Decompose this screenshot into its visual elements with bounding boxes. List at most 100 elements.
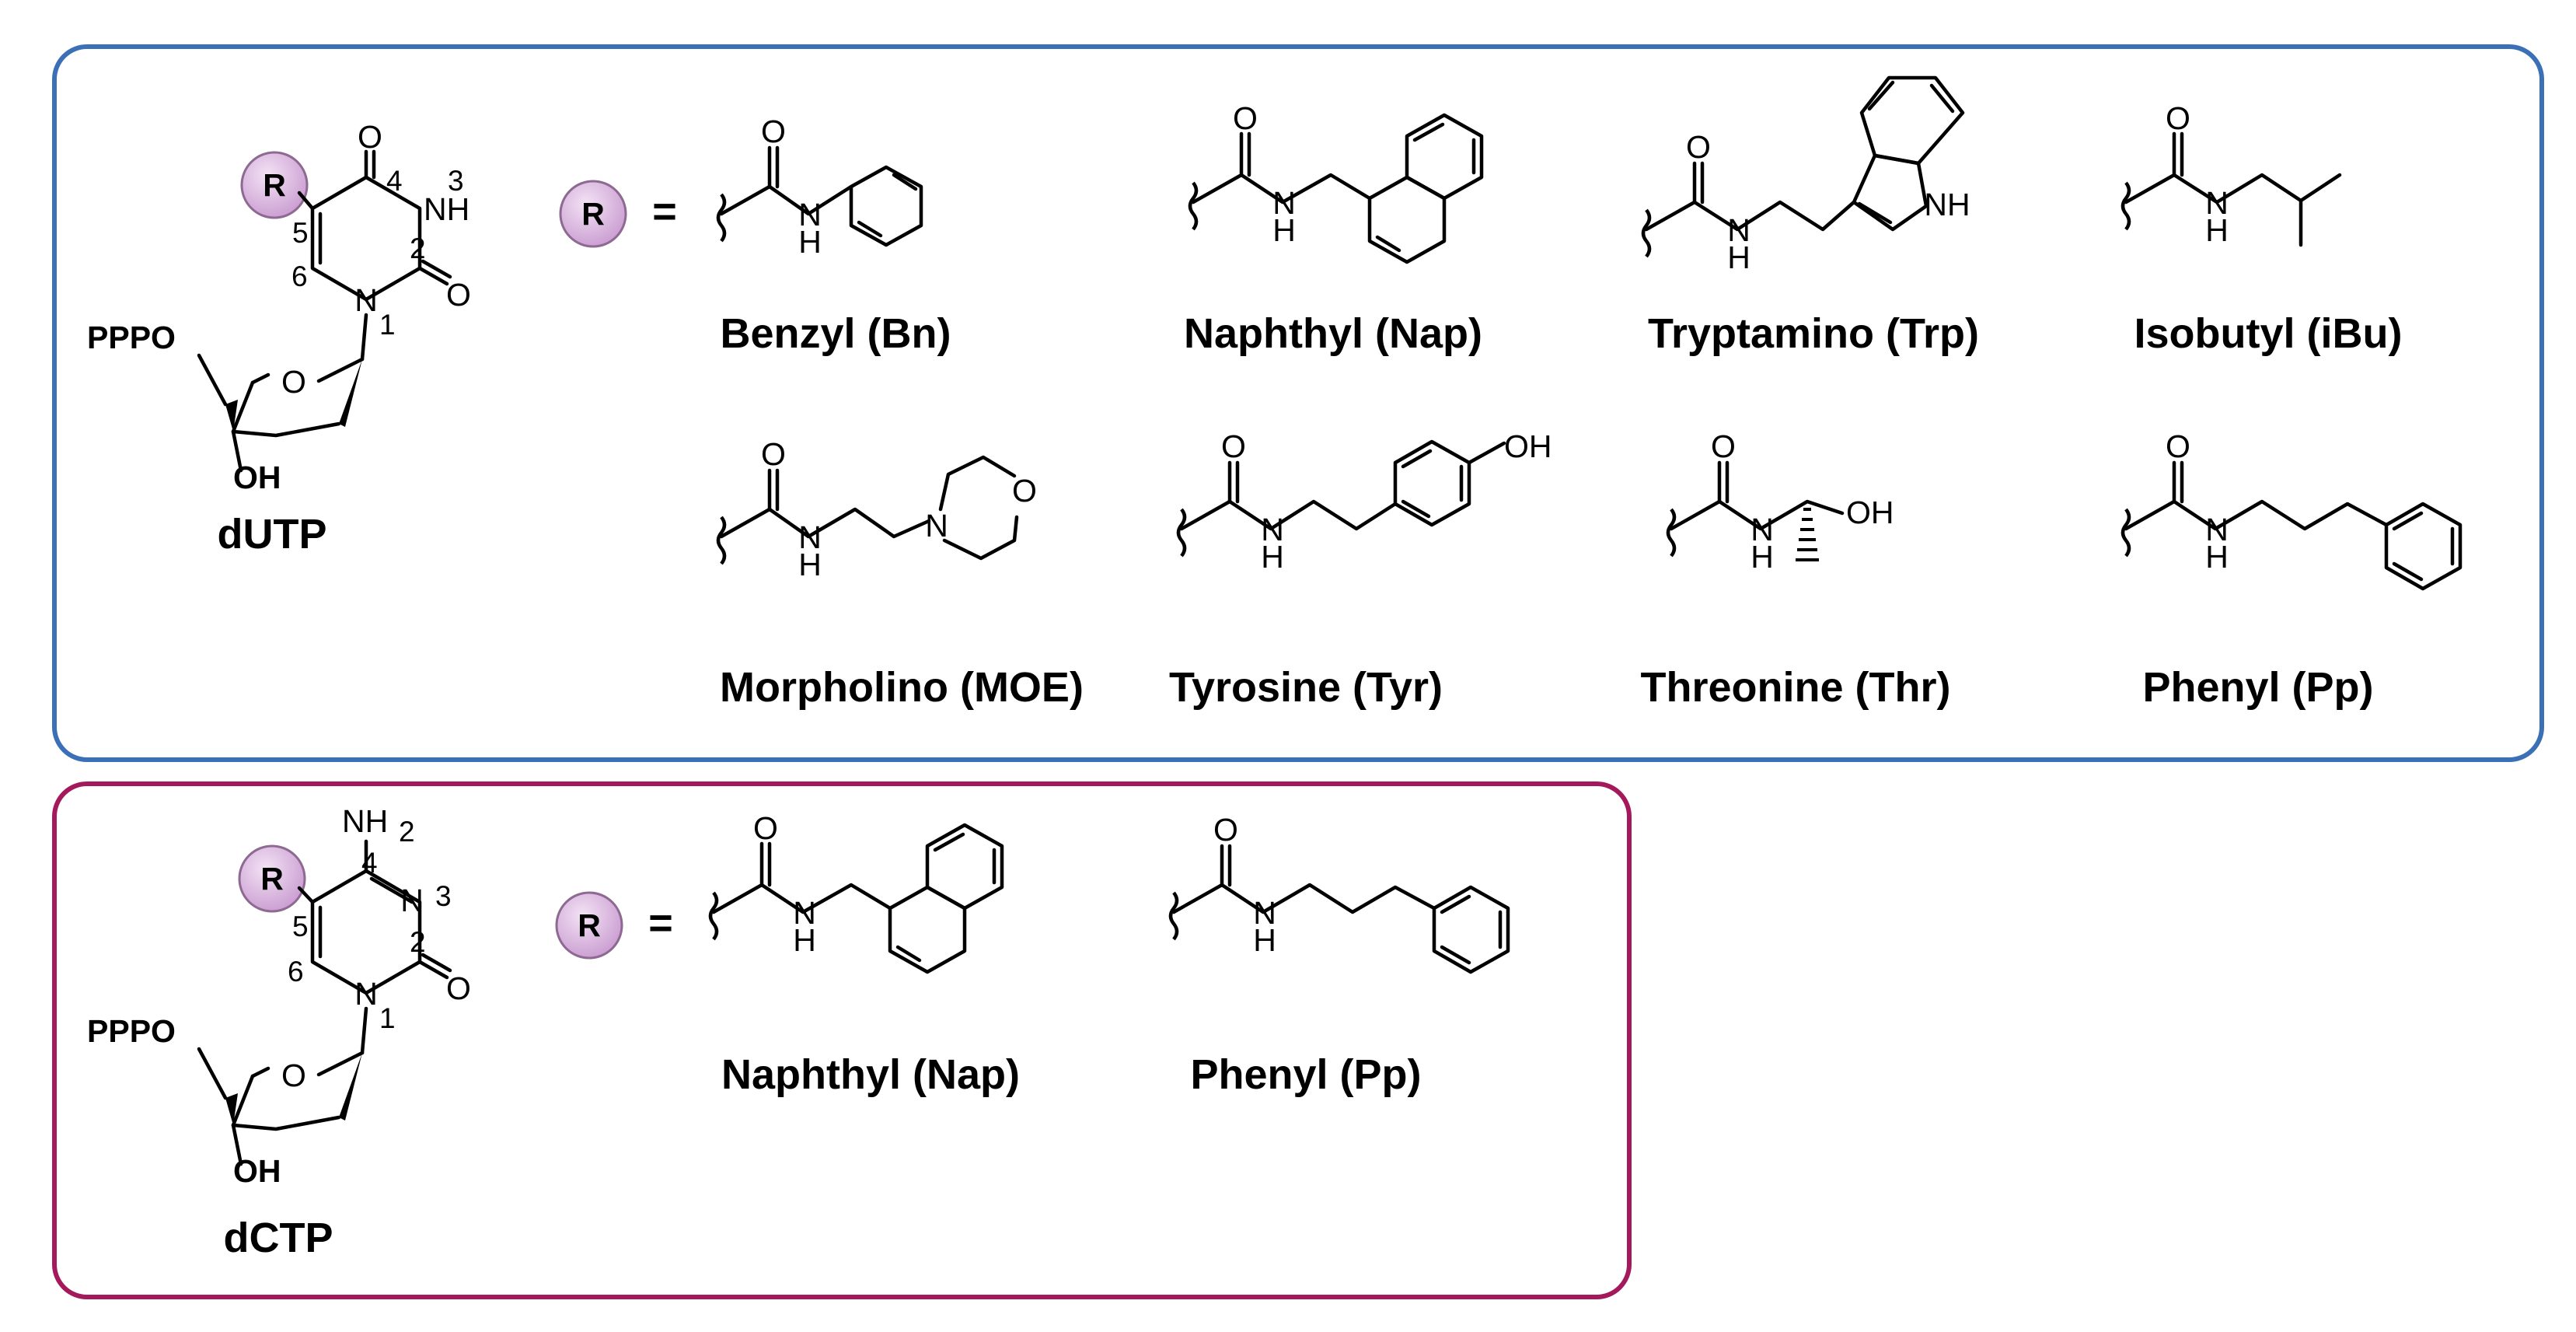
dutp-name: dUTP [218,511,327,558]
naphthyl-dctp-o: O [753,810,778,846]
threonine-oh: OH [1846,495,1894,530]
tryptamino-h: H [1727,239,1750,275]
isobutyl-n: N [2205,185,2229,221]
threonine-label: Threonine (Thr) [1641,664,1951,711]
r-legend-circle-dctp [555,891,623,960]
naphthyl-dctp-n: N [793,895,816,931]
substituent-phenyl: O N H Phenyl (Pp) [2120,428,2463,711]
hydroxyl-label: OH [233,460,281,495]
dctp-name: dCTP [224,1215,333,1261]
sugar-o-atom-dctp: O [281,1058,306,1093]
tryptamino-n: N [1727,212,1750,248]
benzyl-h: H [798,224,822,260]
isobutyl-label: Isobutyl (iBu) [2134,310,2403,357]
dctp-panel-frame [52,781,1632,1299]
naphthyl-h: H [1272,212,1296,248]
substituent-morpholino: O N H N O Morpholino (MOE) [716,436,1084,711]
naphthyl-dctp-h: H [793,922,816,958]
substituent-tryptamino: O N H NH Tryptamino (Trp) [1641,75,1979,357]
tryptamino-label: Tryptamino (Trp) [1648,310,1979,357]
substituent-isobutyl: O N H Isobutyl (iBu) [2120,100,2403,357]
tyrosine-h: H [1261,539,1284,575]
phenyl-dctp-h: H [1253,922,1276,958]
morpholino-label: Morpholino (MOE) [720,664,1084,711]
phenyl-dctp-label: Phenyl (Pp) [1190,1051,1421,1098]
r-legend-symbol-dctp: R [578,907,601,943]
phenyl-o: O [2166,428,2190,464]
phenyl-label: Phenyl (Pp) [2142,664,2373,711]
r-group-circle-dctp [238,844,306,913]
n1-atom-dctp: N [354,976,378,1012]
equals-sign-dctp: = [648,900,673,946]
morpholino-h: H [798,547,822,582]
naphthyl-label: Naphthyl (Nap) [1184,310,1482,357]
benzyl-n: N [798,197,822,232]
pos-3-dctp: 3 [435,880,452,912]
pos-5-dctp: 5 [292,911,309,942]
tyrosine-n: N [1261,512,1284,547]
isobutyl-h: H [2205,212,2229,248]
equals-sign: = [652,188,677,235]
r-legend-symbol: R [581,196,605,232]
threonine-hashed-bond [1796,508,1819,561]
phenyl-dctp-o: O [1213,812,1238,848]
tryptamino-o: O [1686,129,1711,165]
pos-2-dctp: 2 [410,926,426,958]
naphthyl-n: N [1272,185,1296,221]
nh2-subscript: 2 [399,816,415,848]
phosphate-label: PPPO [87,320,176,355]
r-group-symbol-dctp: R [260,861,284,897]
morpholino-ring-n: N [925,508,948,544]
tyrosine-label: Tyrosine (Tyr) [1169,664,1443,711]
threonine-o: O [1711,428,1736,464]
phenyl-dctp-n: N [1253,895,1276,931]
benzyl-o: O [761,114,786,149]
naphthyl-dctp-label: Naphthyl (Nap) [721,1051,1020,1098]
nh2-atom: NH [342,803,388,839]
pos-1-dctp: 1 [379,1002,396,1034]
substituent-phenyl-dctp: O N H Phenyl (Pp) [1168,812,1510,1098]
substituent-threonine: O N H OH Threonine (Thr) [1641,428,1951,711]
isobutyl-o: O [2166,100,2190,136]
tryptamino-ring-nh: NH [1924,187,1970,222]
n3-atom: N [400,883,424,918]
naphthyl-o: O [1233,100,1258,136]
nh3-atom: NH [424,191,469,227]
pos-1: 1 [379,309,396,341]
substituent-tyrosine: O N H OH Tyrosine (Tyr) [1169,428,1552,711]
morpholino-n: N [798,519,822,555]
threonine-n: N [1750,512,1774,547]
phenyl-n: N [2205,512,2229,547]
morpholino-ring-o: O [1012,473,1037,509]
tyrosine-o: O [1221,428,1246,464]
r-legend-circle [559,180,627,248]
pos-4-dctp: 4 [361,847,378,879]
dctp-structure: R NH 2 N O N 4 3 2 5 6 1 O PPPO OH dCTP [87,803,471,1261]
pos-6: 6 [291,260,308,292]
o2-atom: O [446,277,471,313]
substituent-naphthyl: O N H Naphthyl (Nap) [1184,100,1484,357]
n1-atom: N [354,282,378,318]
substituent-naphthyl-dctp: O N H Naphthyl (Nap) [708,810,1020,1098]
substituent-benzyl: O N H Benzyl (Bn) [716,114,951,357]
morpholino-o: O [761,436,786,472]
sugar-o-atom: O [281,364,306,400]
pos-4: 4 [386,165,403,197]
pos-6-dctp: 6 [288,956,304,988]
tyrosine-oh: OH [1504,428,1552,464]
dutp-panel-frame [52,44,2544,762]
benzyl-label: Benzyl (Bn) [721,310,951,357]
phenyl-h: H [2205,539,2229,575]
phosphate-label-dctp: PPPO [87,1013,176,1049]
pos-5: 5 [292,217,309,249]
o2-atom-dctp: O [446,970,471,1006]
dutp-structure: R O NH O N 4 3 2 5 6 1 O PPPO OH dUTP [87,119,471,558]
hydroxyl-label-dctp: OH [233,1153,281,1189]
r-group-circle [240,151,309,219]
threonine-h: H [1750,539,1774,575]
pos-2: 2 [410,232,426,264]
o4-atom: O [358,119,382,155]
r-group-symbol: R [263,167,286,203]
pos-3: 3 [448,165,464,197]
